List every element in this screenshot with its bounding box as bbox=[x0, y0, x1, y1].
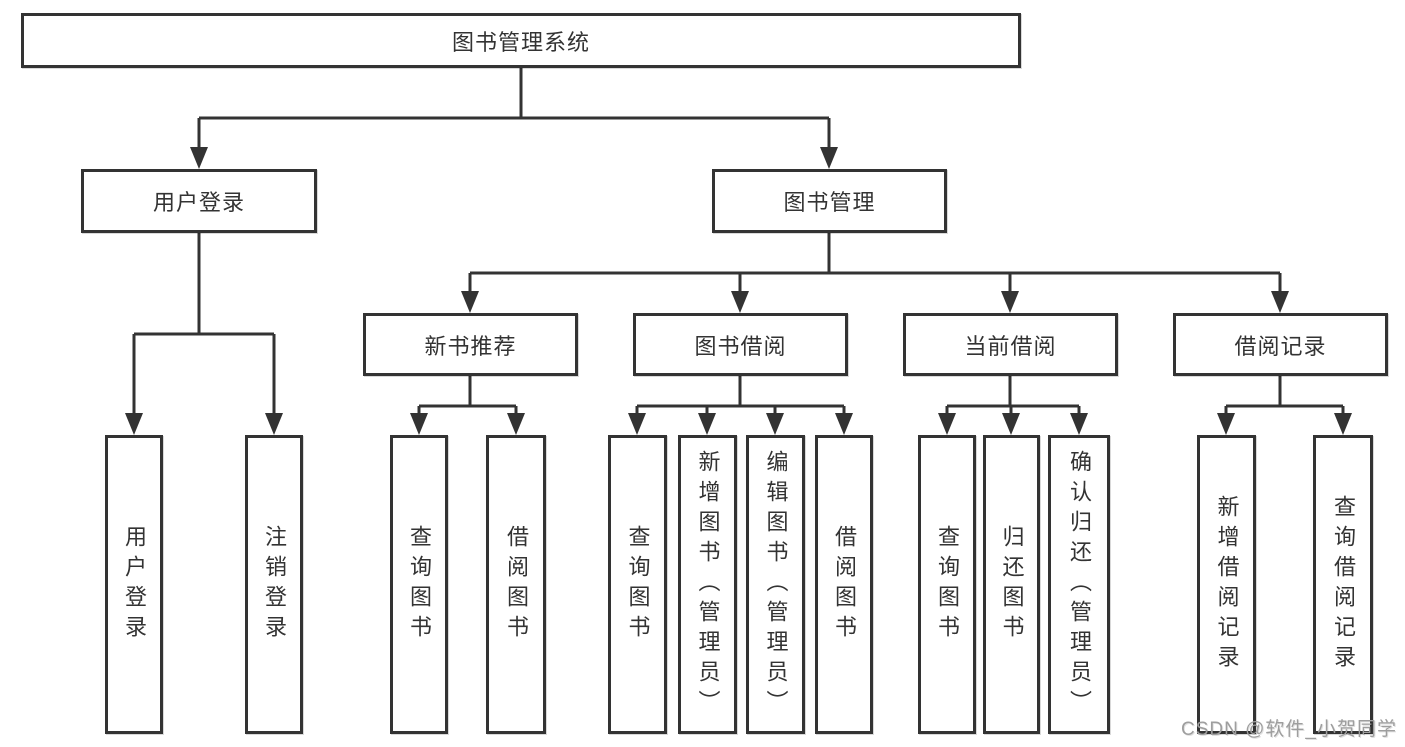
node-borrowing-records-label: 借阅记录 bbox=[1234, 333, 1327, 359]
leaf-logout-label: 注销登录 bbox=[262, 524, 287, 645]
leaf-borrow-books-recommend-label: 借阅图书 bbox=[504, 524, 529, 645]
node-book-management: 图书管理 bbox=[712, 169, 947, 233]
leaf-edit-book-admin-label: 编辑图书（管理员） bbox=[763, 449, 789, 720]
leaf-confirm-return-admin-label: 确认归还（管理员） bbox=[1067, 449, 1092, 720]
node-current-borrowing-label: 当前借阅 bbox=[964, 333, 1057, 359]
leaf-query-books-borrow-label: 查询图书 bbox=[625, 524, 651, 645]
node-library-system-label: 图书管理系统 bbox=[451, 29, 590, 55]
leaf-return-books-label: 归还图书 bbox=[999, 524, 1025, 645]
connector-user-login-branch bbox=[132, 233, 276, 417]
csdn-watermark: CSDN @软件_小贺同学 bbox=[1181, 719, 1397, 740]
leaf-borrow-books: 借阅图书 bbox=[815, 435, 873, 734]
leaf-add-borrow-record-label: 新增借阅记录 bbox=[1214, 494, 1240, 675]
arrowheads-leaves bbox=[410, 413, 1352, 435]
arrowheads-level3 bbox=[461, 291, 1289, 313]
leaf-query-books-current: 查询图书 bbox=[918, 435, 976, 734]
connector-records-leaves bbox=[1224, 376, 1345, 417]
leaf-user-login-label: 用户登录 bbox=[122, 524, 147, 645]
node-current-borrowing: 当前借阅 bbox=[903, 313, 1118, 376]
leaf-edit-book-admin: 编辑图书（管理员） bbox=[746, 435, 805, 734]
leaf-query-books-recommend: 查询图书 bbox=[390, 435, 448, 734]
node-book-borrowing-label: 图书借阅 bbox=[694, 333, 787, 359]
node-user-login-branch-label: 用户登录 bbox=[152, 190, 245, 215]
leaf-borrow-books-recommend: 借阅图书 bbox=[486, 435, 546, 734]
node-user-login-branch: 用户登录 bbox=[81, 169, 317, 233]
connector-book-mgmt-to-level3 bbox=[468, 233, 1282, 294]
node-new-book-recommend-label: 新书推荐 bbox=[424, 333, 517, 359]
node-borrowing-records: 借阅记录 bbox=[1173, 313, 1388, 376]
leaf-add-borrow-record: 新增借阅记录 bbox=[1197, 435, 1256, 734]
leaf-query-books-borrow: 查询图书 bbox=[608, 435, 667, 734]
connector-current-leaves bbox=[945, 376, 1081, 417]
connector-recommend-leaves bbox=[417, 376, 518, 417]
leaf-confirm-return-admin: 确认归还（管理员） bbox=[1048, 435, 1110, 734]
connector-root-to-level2 bbox=[197, 68, 831, 150]
node-new-book-recommend: 新书推荐 bbox=[363, 313, 578, 376]
node-book-management-label: 图书管理 bbox=[783, 190, 876, 215]
node-book-borrowing: 图书借阅 bbox=[633, 313, 848, 376]
leaf-query-books-recommend-label: 查询图书 bbox=[407, 524, 432, 645]
arrowheads-user-login-branch bbox=[125, 413, 283, 435]
leaf-user-login: 用户登录 bbox=[105, 435, 163, 734]
leaf-logout: 注销登录 bbox=[245, 435, 303, 734]
leaf-add-book-admin: 新增图书（管理员） bbox=[678, 435, 737, 734]
leaf-query-borrow-record: 查询借阅记录 bbox=[1313, 435, 1373, 734]
leaf-query-books-current-label: 查询图书 bbox=[935, 524, 960, 645]
node-library-system: 图书管理系统 bbox=[21, 13, 1021, 68]
leaf-query-borrow-record-label: 查询借阅记录 bbox=[1331, 494, 1356, 675]
connector-borrow-leaves bbox=[635, 376, 846, 417]
leaf-return-books: 归还图书 bbox=[983, 435, 1040, 734]
leaf-borrow-books-label: 借阅图书 bbox=[832, 524, 857, 645]
leaf-add-book-admin-label: 新增图书（管理员） bbox=[695, 449, 721, 720]
arrowheads-level2 bbox=[190, 147, 838, 169]
